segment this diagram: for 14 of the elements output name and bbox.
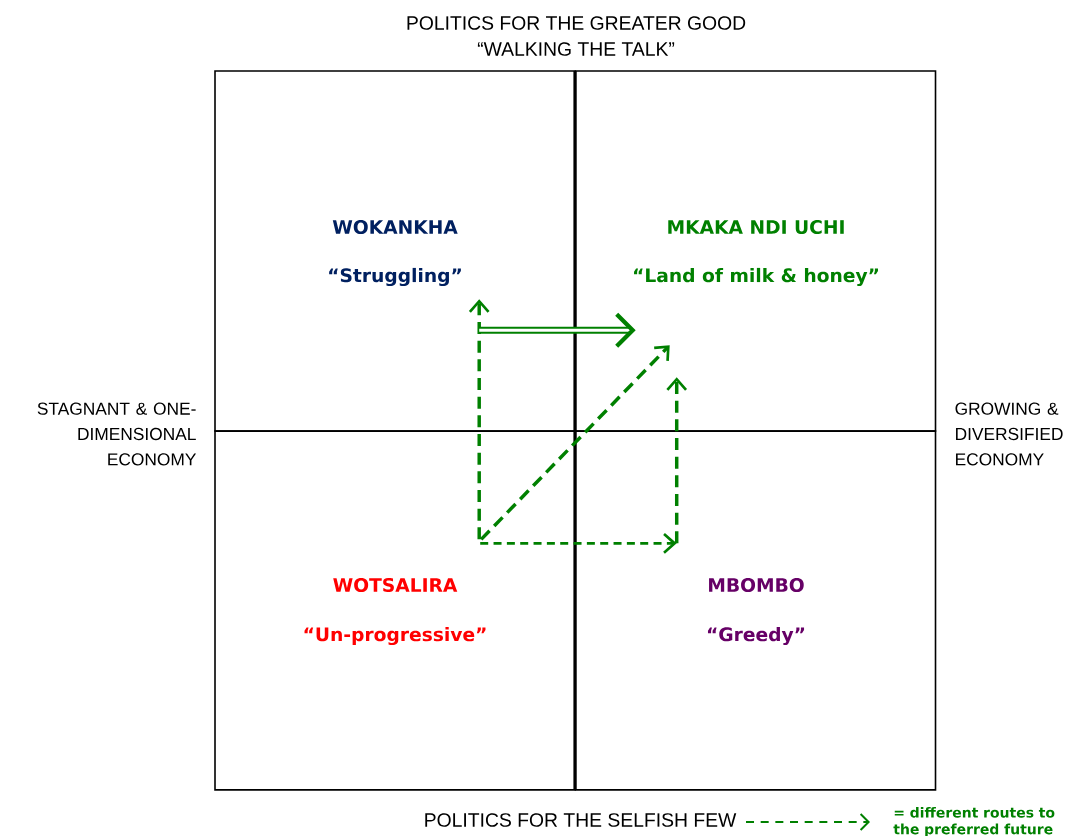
arrow xyxy=(479,345,670,541)
axis-label: GROWING & DIVERSIFIED ECONOMY xyxy=(955,402,1063,466)
arrow xyxy=(480,533,677,554)
quadrant: MBOMBO “Greedy” xyxy=(574,430,937,791)
quadrant: WOKANKHA “Struggling” xyxy=(214,70,576,432)
axis-label: STAGNANT & ONE-DIMENSIONAL ECONOMY xyxy=(37,402,197,466)
arrow xyxy=(468,299,490,540)
axis-label: POLITICS FOR THE GREATER GOOD xyxy=(407,16,746,30)
quadrant: WOTSALIRA “Un-progressive” xyxy=(214,430,576,791)
axis-label: POLITICS FOR THE SELFISH FEW xyxy=(425,813,737,827)
arrow xyxy=(479,312,636,348)
arrow xyxy=(666,377,688,544)
quadrant: MKAKA NDI UCHI “Land of milk & honey” xyxy=(574,70,937,432)
axis-label: “WALKING THE TALK” xyxy=(477,42,675,56)
